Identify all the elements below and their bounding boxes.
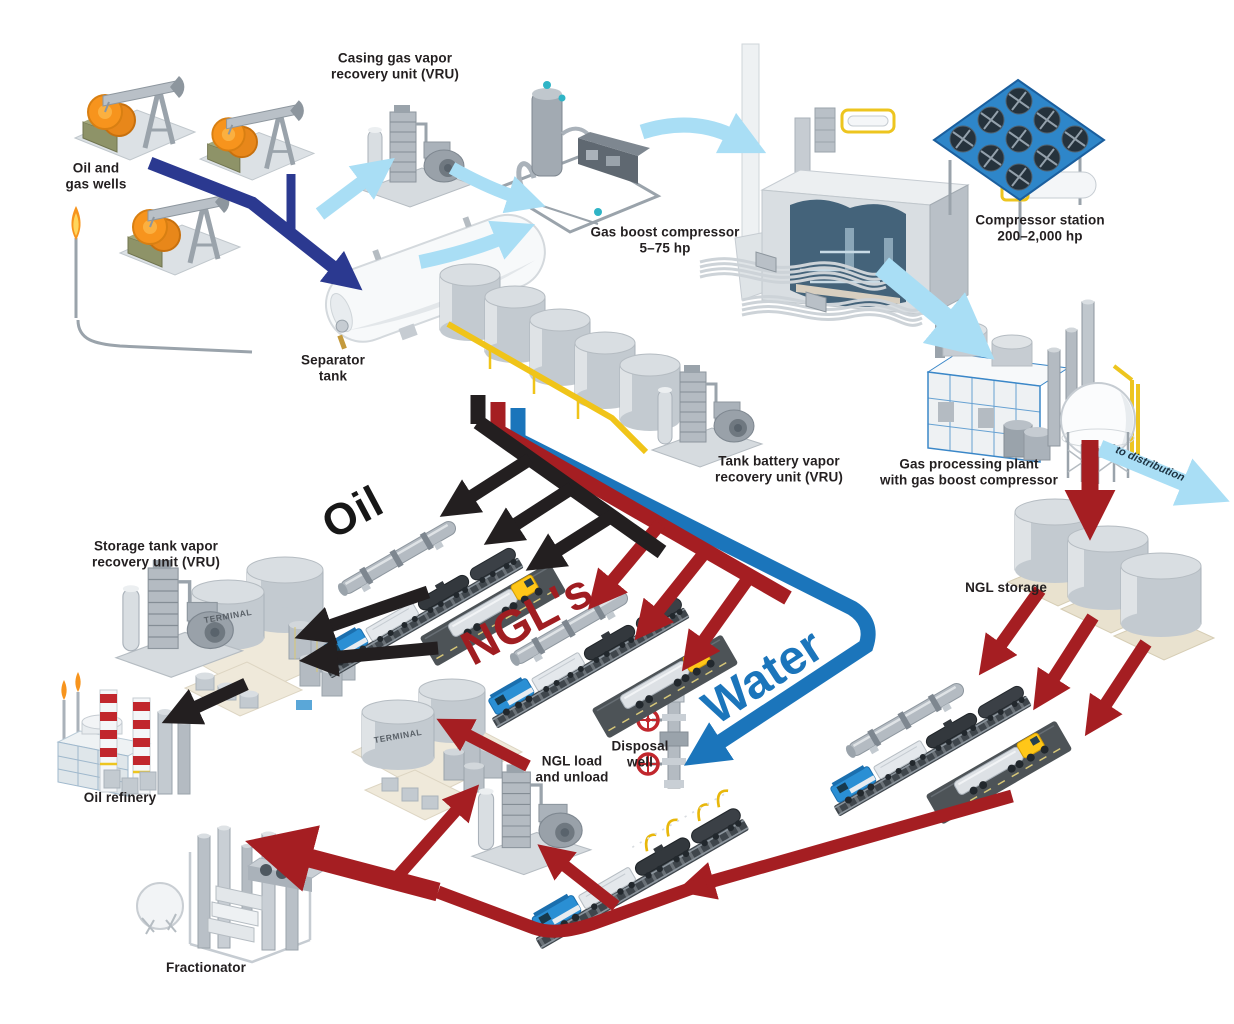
label-oil-and-gas-wells: Oil and gas wells: [65, 160, 127, 191]
gas-flow-arrows: [315, 112, 1230, 506]
valve-wheel-icon: [636, 752, 662, 776]
condensate-drops: [488, 349, 580, 419]
ngl-loading-train-icon: [518, 789, 751, 949]
tank-battery-icon: [439, 263, 681, 431]
striped-stack-icon: [99, 689, 118, 793]
pump-jack-icon: [120, 191, 240, 275]
oil-flow-arrows: [161, 415, 667, 725]
label-disposal-well: Disposal well: [611, 738, 669, 769]
casing-gas-vru-icon: [360, 103, 474, 209]
label-oil-refinery: Oil refinery: [83, 790, 157, 806]
label-fractionator: Fractionator: [166, 960, 246, 976]
label-gas-boost-compressor: Gas boost compressor 5–75 hp: [590, 224, 740, 255]
flare-stack-icon: [71, 206, 253, 354]
label-separator-tank: Separator tank: [301, 352, 365, 383]
gas-processing-plant-icon: [926, 299, 1140, 484]
pump-jack-icon: [200, 100, 314, 180]
fractionator-icon: [136, 825, 326, 964]
well-stream-arrow: [147, 156, 363, 291]
gathering-pipelines-icon: [699, 257, 923, 327]
pump-jack-icon: [75, 76, 195, 160]
water-flow-arrow: [510, 431, 876, 766]
ngl-flow-arrows: [245, 423, 1152, 938]
ngl-terminal-icon: [350, 678, 524, 821]
label-storage-tank-vru: Storage tank vapor recovery unit (VRU): [92, 538, 220, 569]
flow-arrows: [147, 112, 1230, 938]
gas-boost-compressor-icon: [494, 81, 662, 234]
label-gas-processing-plant: Gas processing plant with gas boost comp…: [879, 456, 1059, 487]
ngl-storage-tanks-icon: [1006, 498, 1216, 661]
cooler-fan-deck-icon: [932, 78, 1106, 240]
label-ngl-load-unload: NGL load and unload: [535, 753, 609, 784]
label-tank-battery-vru: Tank battery vapor recovery unit (VRU): [715, 453, 843, 484]
label-casing-gas-vru: Casing gas vapor recovery unit (VRU): [331, 50, 459, 81]
oil-refinery-icon: [56, 672, 191, 797]
condensate-line: [446, 321, 649, 455]
label-compressor-station: Compressor station 200–2,000 hp: [975, 212, 1105, 243]
label-ngl-storage: NGL storage: [965, 580, 1047, 596]
